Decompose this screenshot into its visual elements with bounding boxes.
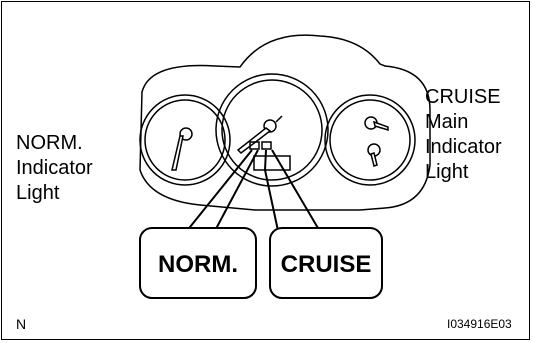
cruise-indicator-lamp [261, 141, 272, 150]
norm-label-line-2: Indicator [16, 157, 93, 179]
figure-code: I034916E03 [447, 317, 512, 331]
display-window [253, 155, 291, 171]
norm-leader [185, 149, 259, 241]
cruise-label-line-1: CRUISE [425, 86, 501, 108]
norm-label-line-1: NORM. [16, 132, 83, 154]
cruise-label-line-2: Main [425, 111, 469, 133]
right-gauges [324, 94, 416, 186]
norm-label-line-3: Light [16, 182, 60, 204]
cruise-callout-text: CRUISE [281, 251, 372, 278]
norm-indicator-lamp [249, 141, 260, 150]
left-gauge [139, 94, 231, 186]
norm-indicator-label: NORM. Indicator Light [16, 131, 93, 206]
cruise-indicator-label: CRUISE Main Indicator Light [425, 85, 502, 185]
corner-letter: N [16, 316, 27, 332]
cruise-label-line-3: Indicator [425, 136, 502, 158]
center-gauge [215, 73, 329, 187]
cruise-callout-box [269, 227, 383, 299]
norm-callout-box [139, 227, 257, 299]
cruise-label-line-4: Light [425, 161, 469, 183]
norm-callout-text: NORM. [158, 251, 238, 278]
cruise-leader [263, 149, 326, 241]
